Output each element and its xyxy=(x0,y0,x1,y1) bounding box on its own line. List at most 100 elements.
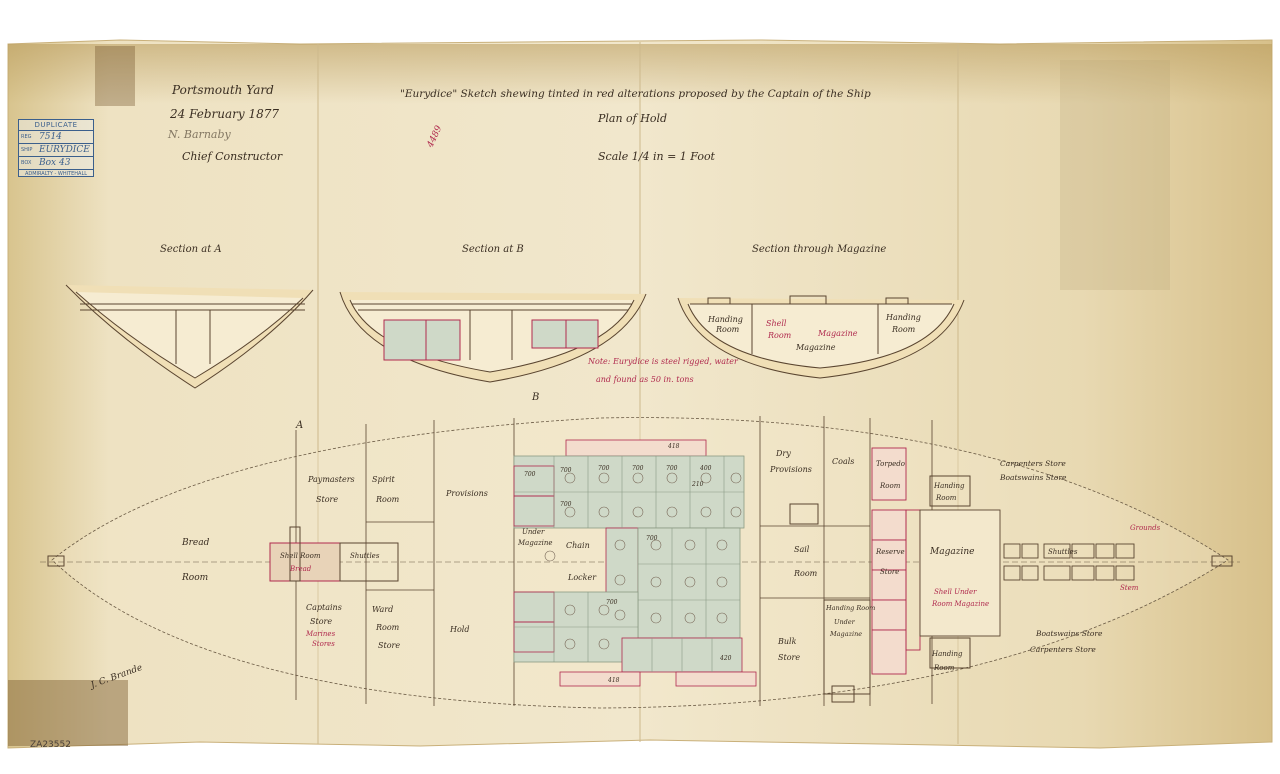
handing-room-fwd-top-1: Handing xyxy=(933,482,965,490)
cask-mark-top: 418 xyxy=(667,443,680,450)
forward-shuttles xyxy=(1003,543,1135,581)
handing-room-mid-1: Handing Room xyxy=(825,604,875,612)
tank-value: 400 xyxy=(699,465,712,472)
drawing-scale: Scale 1/4 in = 1 Foot xyxy=(598,150,716,163)
locker-label: Locker xyxy=(567,573,597,582)
carpenters-store-2: Boatswains Store xyxy=(999,473,1067,482)
torpedo-room-2: Room xyxy=(879,482,901,490)
dry-provisions-2: Provisions xyxy=(769,465,812,474)
forward-handing-room-top-box xyxy=(929,475,971,507)
tank-value: 700 xyxy=(560,501,572,508)
provisions-label: Provisions xyxy=(445,489,488,498)
forward-shuttles-label: Shuttles xyxy=(1048,548,1078,556)
middle-handing-room-box xyxy=(823,599,871,695)
stamp-footer: ADMIRALTY - WHITEHALL xyxy=(24,171,88,177)
section-c-label: Section through Magazine xyxy=(752,244,886,255)
section-b-label: Section at B xyxy=(462,244,524,255)
stamp-title: DUPLICATE xyxy=(19,120,93,131)
handing-room-mid-2: Under xyxy=(834,618,856,626)
section-b-tanks xyxy=(383,319,599,361)
tank-value: 700 xyxy=(666,465,678,472)
aft-shuttles: Shuttles xyxy=(350,552,380,560)
paymasters-1: Paymasters xyxy=(307,475,355,484)
forward-magazine-label: Magazine xyxy=(929,547,974,557)
tank-value: 210 xyxy=(691,481,704,488)
shell-room-bread-box xyxy=(269,542,341,582)
bulk-store-1: Bulk xyxy=(777,637,797,646)
yard-line1: Portsmouth Yard xyxy=(171,83,274,97)
handing-room-fwd-bottom-1: Handing xyxy=(931,650,963,658)
tank-value: 420 xyxy=(719,655,732,662)
sail-room-hatch xyxy=(789,503,819,525)
section-note-line1: Note: Eurydice is steel rigged, water xyxy=(587,357,739,366)
section-a-drawing xyxy=(65,284,314,389)
tank-value: 700 xyxy=(646,535,658,542)
drawing-subtitle: Plan of Hold xyxy=(597,112,667,125)
section-note-line2: and found as 50 in. tons xyxy=(596,375,694,384)
under-magazine-1: Under xyxy=(522,528,545,536)
aft-shuttle-box xyxy=(339,542,399,582)
yard-line2: 24 February 1877 xyxy=(169,107,279,121)
stern-post xyxy=(47,555,65,567)
boatswains-store-1: Boatswains Store xyxy=(1035,629,1103,638)
sail-room-1: Sail xyxy=(794,545,810,554)
reserve-store-2: Store xyxy=(880,568,899,576)
tank-value: 700 xyxy=(524,471,536,478)
stain-right xyxy=(1060,60,1170,290)
stamp-ship: EURYDICE xyxy=(39,145,90,155)
chief-signature: N. Barnaby xyxy=(167,128,231,141)
middle-hatch xyxy=(831,685,855,703)
torpedo-room-1: Torpedo xyxy=(876,460,905,468)
section-c-right-room-2: Room xyxy=(891,325,916,334)
grounds-label: Grounds xyxy=(1130,524,1161,532)
stamp-reg-no: 7514 xyxy=(39,132,62,142)
ward-room-3: Store xyxy=(378,641,400,650)
tank-circles xyxy=(544,472,742,650)
handing-room-fwd-bottom-2: Room xyxy=(933,664,955,672)
tank-value: 700 xyxy=(606,599,618,606)
spirit-room-1: Spirit xyxy=(372,475,396,484)
chain-label: Chain xyxy=(566,541,590,550)
under-magazine-2: Magazine xyxy=(517,539,553,547)
handing-room-fwd-top-2: Room xyxy=(935,494,957,502)
aft-pillar xyxy=(289,526,301,582)
forward-handing-room-bottom-box xyxy=(929,637,971,669)
section-c-shell-2: Room xyxy=(767,331,792,340)
stain-top-left xyxy=(95,46,135,106)
coals-label: Coals xyxy=(832,457,854,466)
section-c-left-room-1: Handing xyxy=(707,315,743,324)
drawing-title: "Eurydice" Sketch shewing tinted in red … xyxy=(400,88,871,100)
tank-value: 700 xyxy=(560,467,572,474)
section-c-magazine-upper: Magazine xyxy=(817,329,858,338)
stem-post xyxy=(1211,555,1233,567)
hold-label: Hold xyxy=(449,625,469,634)
carpenters-store-1: Carpenters Store xyxy=(1000,459,1066,468)
boatswains-store-2: Carpenters Store xyxy=(1030,645,1096,654)
chief-constructor-title: Chief Constructor xyxy=(182,150,283,163)
stem-label: Stem xyxy=(1120,584,1139,592)
bulk-store-2: Store xyxy=(778,653,800,662)
captains-store-1: Captains xyxy=(306,603,342,612)
archive-reference: ZA23552 xyxy=(30,740,71,750)
section-c-shell-1: Shell xyxy=(766,319,787,328)
reserve-store-1: Reserve xyxy=(875,548,905,556)
shell-room-bread-1: Shell Room xyxy=(280,552,321,560)
forward-magazine-box xyxy=(919,509,1001,637)
handing-room-mid-3: Magazine xyxy=(829,630,862,638)
shell-under-magazine-1: Shell Under xyxy=(934,588,977,596)
ward-room-2: Room xyxy=(375,623,400,632)
captains-store-2: Store xyxy=(310,617,332,626)
tank-grid-lines xyxy=(514,456,744,672)
bread-room-1: Bread xyxy=(181,538,210,548)
tank-value: 700 xyxy=(598,465,610,472)
shell-room-bread-2: Bread xyxy=(289,565,312,573)
marker-b: B xyxy=(531,392,539,403)
dry-provisions-1: Dry xyxy=(775,449,791,458)
marker-a: A xyxy=(295,420,303,431)
section-a-label: Section at A xyxy=(160,244,222,255)
shell-under-magazine-2: Room Magazine xyxy=(931,600,989,608)
